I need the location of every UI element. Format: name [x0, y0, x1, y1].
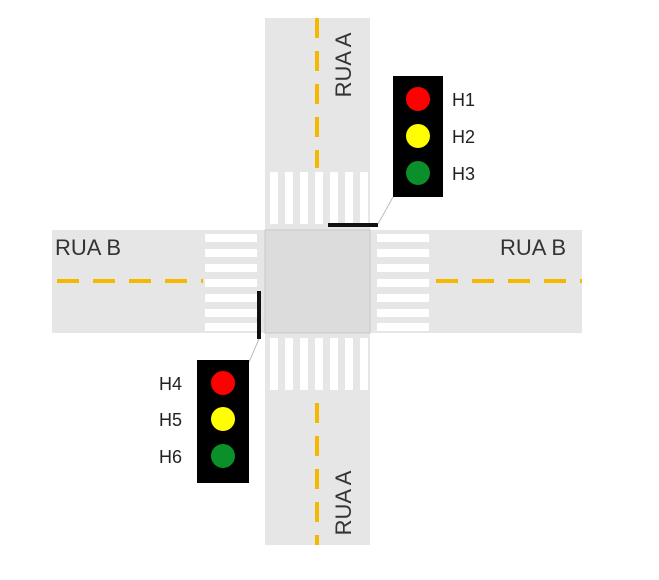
lamp-h4-red — [211, 371, 235, 395]
crosswalk-east — [377, 234, 429, 331]
crosswalk-south — [270, 338, 368, 390]
lamp-h2-yellow — [406, 124, 430, 148]
lamp-label-h4: H4 — [159, 374, 182, 394]
intersection-square — [264, 229, 371, 334]
lamp-label-h2: H2 — [452, 127, 475, 147]
lamp-label-h1: H1 — [452, 90, 475, 110]
street-label-rua-a-top: RUA A — [331, 32, 356, 97]
connector-light-1 — [377, 196, 394, 225]
crosswalk-north — [270, 172, 368, 224]
stop-line-west — [257, 291, 261, 339]
crosswalk-west — [205, 234, 257, 331]
street-label-rua-b-left: RUA B — [55, 235, 121, 260]
street-label-rua-a-bottom: RUA A — [331, 470, 356, 535]
connector-light-2 — [248, 338, 260, 363]
traffic-light-1: H1 H2 H3 — [393, 76, 475, 197]
stop-line-north — [328, 223, 378, 227]
street-label-rua-b-right: RUA B — [500, 235, 566, 260]
lamp-h5-yellow — [211, 407, 235, 431]
lamp-label-h5: H5 — [159, 410, 182, 430]
lamp-label-h3: H3 — [452, 164, 475, 184]
traffic-light-2: H4 H5 H6 — [159, 360, 249, 483]
lamp-h3-green — [406, 161, 430, 185]
lamp-h6-green — [211, 444, 235, 468]
lamp-h1-red — [406, 87, 430, 111]
lamp-label-h6: H6 — [159, 447, 182, 467]
